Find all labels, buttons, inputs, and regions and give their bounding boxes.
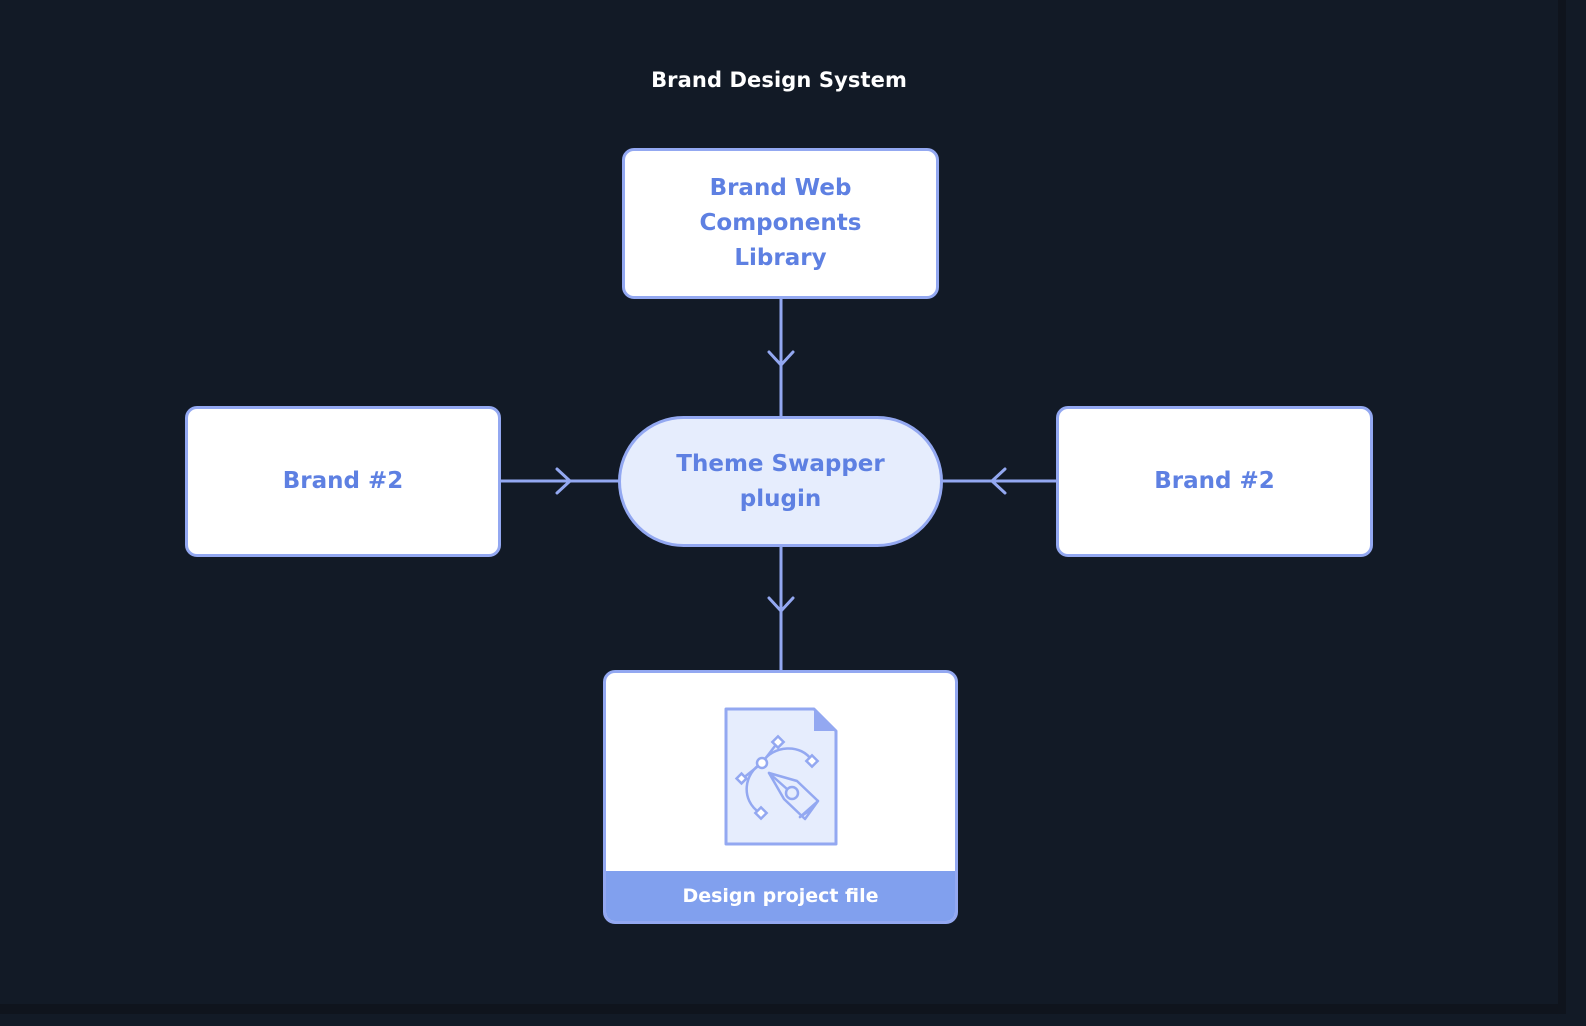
brand-2-right-label: Brand #2 bbox=[1154, 468, 1275, 494]
diagram-title: Brand Design System bbox=[651, 68, 907, 92]
brand-2-left-label: Brand #2 bbox=[282, 468, 404, 494]
brand-2-right-node: Brand #2 bbox=[1056, 406, 1373, 557]
brand-web-components-library-node: Brand Web Components Library bbox=[622, 148, 939, 299]
brand-web-components-library-label: Brand Web Components Library bbox=[699, 175, 862, 271]
design-project-file-node: Design project file bbox=[603, 670, 958, 924]
design-project-file-label: Design project file bbox=[606, 871, 955, 921]
theme-swapper-plugin-node: Theme Swapper plugin bbox=[618, 416, 943, 547]
theme-swapper-plugin-label: Theme Swapper plugin bbox=[676, 450, 885, 512]
brand-2-left-node: Brand #2 bbox=[185, 406, 501, 557]
vector-design-file-icon bbox=[724, 707, 838, 846]
